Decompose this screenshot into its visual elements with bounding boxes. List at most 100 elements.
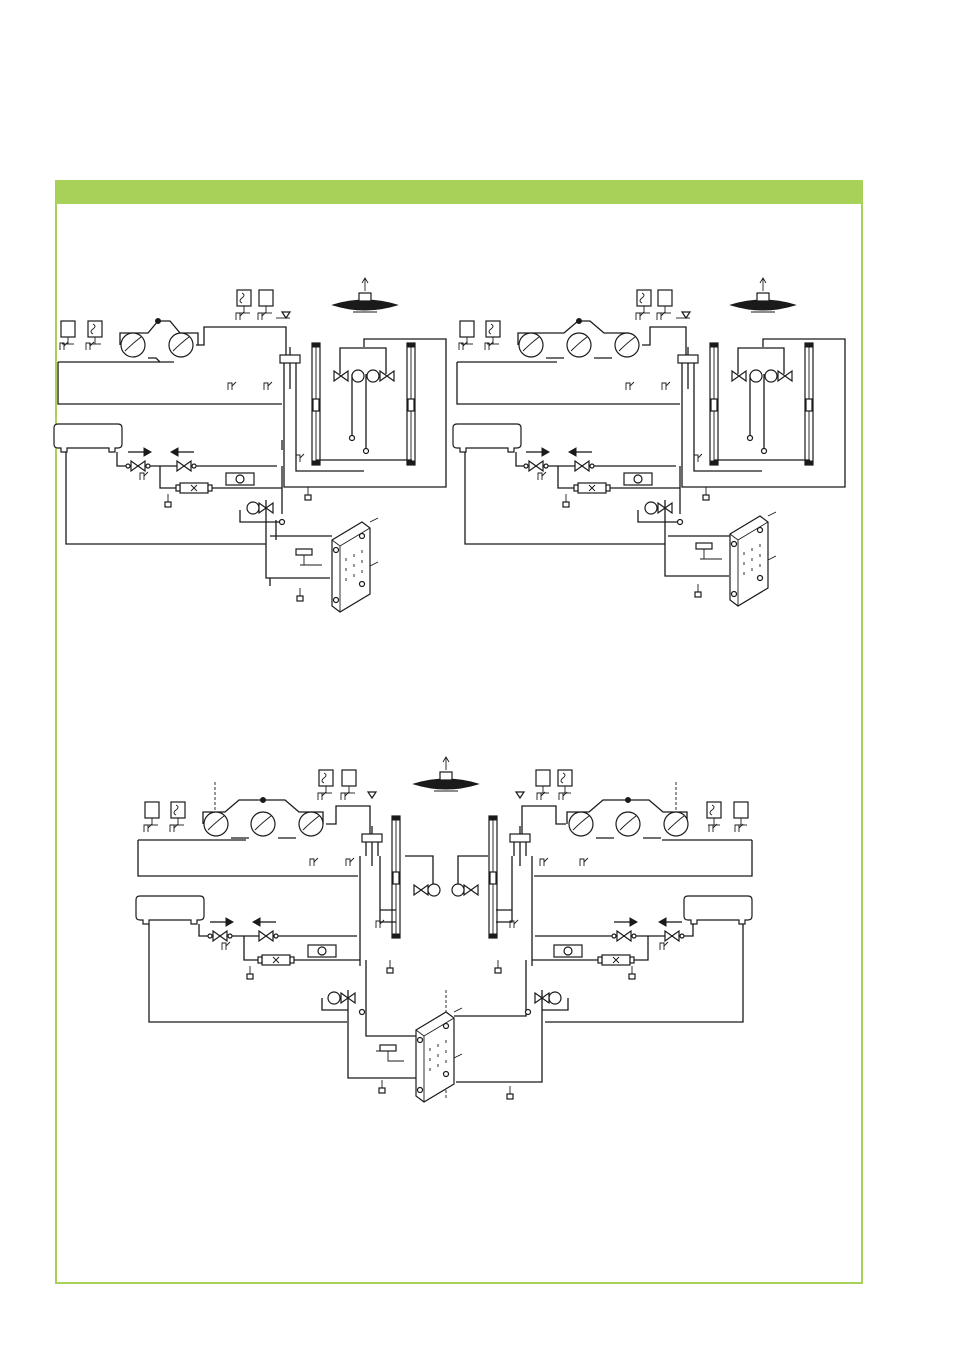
sensor-tag-icon [375,919,385,929]
compressor-icon [203,811,229,837]
pump-icon [644,501,658,515]
drain-icon [378,1079,386,1094]
pressure-gauge-icon [535,769,551,794]
sensor-tag-icon [340,791,350,801]
solenoid-valve-icon [252,917,279,942]
ball-valve-icon [463,884,479,896]
ball-valve-icon [731,370,747,382]
sight-glass-icon [225,472,255,486]
pressure-gauge-icon [459,320,475,345]
diagram-three-compressors [452,277,846,607]
sight-glass-icon [307,944,337,958]
discharge-manifold-icon [361,825,383,857]
drain-icon [164,493,172,508]
sensor-tag-icon [345,857,355,867]
sensor-tag-icon [708,823,718,833]
pressure-switch-icon [87,320,103,345]
diagram-dual-circuit [135,756,753,1103]
liquid-receiver-icon [135,895,205,925]
sensor-tag-icon [509,919,519,929]
solenoid-valve-icon [125,447,152,472]
pressure-switch-icon [485,320,501,345]
compressor-icon [614,332,640,358]
compressor-icon [568,811,594,837]
solenoid-valve-icon [170,447,197,472]
pressure-switch-icon [557,769,573,794]
pressure-switch-icon [636,289,652,314]
condenser-fan-icon [413,756,479,792]
drain-icon [506,1085,514,1100]
pump-icon [548,991,562,1005]
drain-icon [386,959,394,974]
pump-icon [246,501,260,515]
sensor-tag-icon [539,857,549,867]
liquid-receiver-icon [53,423,123,453]
sensor-tag-icon [85,341,95,351]
sensor-tag-icon [659,941,669,951]
condenser-tube-icon [709,342,719,466]
filter-drier-icon [597,954,635,966]
pressure-switch-icon [318,769,334,794]
discharge-manifold-icon [677,346,699,378]
sensor-tag-icon [656,311,666,321]
discharge-manifold-icon [279,346,301,378]
drain-icon [304,486,312,501]
plate-heat-exchanger-icon [331,521,371,613]
condenser-fan-icon [332,277,398,313]
pressure-switch-icon [170,801,186,826]
drain-icon [702,486,710,501]
sensor-tag-icon [536,791,546,801]
compressor-icon [120,332,146,358]
sensor-tag-icon [295,453,305,463]
sight-glass-icon [553,944,583,958]
pressure-switch-icon [236,289,252,314]
drain-icon [296,587,304,602]
sensor-tag-icon [59,341,69,351]
condenser-fan-icon [730,277,796,313]
green-header-bar [57,182,861,204]
sensor-tag-icon [625,381,635,391]
content-frame [55,180,863,1284]
sensor-tag-icon [143,823,153,833]
compressor-icon [663,811,689,837]
compressor-icon [615,811,641,837]
condenser-tube-icon [488,815,498,939]
sensor-tag-icon [257,311,267,321]
pressure-gauge-icon [657,289,673,314]
solenoid-valve-icon [658,917,685,942]
sensor-tag-icon [139,471,149,481]
sensor-tag-icon [537,471,547,481]
condenser-tube-icon [804,342,814,466]
ball-valve-icon [333,370,349,382]
sensor-tag-icon [227,381,237,391]
sensor-tag-icon [484,341,494,351]
sensor-tag-icon [458,341,468,351]
plate-heat-exchanger-icon [729,515,769,607]
sight-glass-icon [623,472,653,486]
diagram-two-compressors [53,277,447,613]
condenser-tube-icon [311,342,321,466]
solenoid-valve-icon [207,917,234,942]
drain-icon [628,965,636,980]
pressure-switch-icon [706,801,722,826]
ball-valve-icon [413,884,429,896]
filter-drier-icon [175,482,213,494]
solenoid-valve-icon [568,447,595,472]
pressure-gauge-icon [60,320,76,345]
sensor-tag-icon [635,311,645,321]
pressure-gauge-icon [258,289,274,314]
drain-icon [246,965,254,980]
solenoid-valve-icon [523,447,550,472]
sensor-tag-icon [317,791,327,801]
compressor-icon [566,332,592,358]
sensor-tag-icon [558,791,568,801]
ball-valve-icon [777,370,793,382]
drain-icon [494,959,502,974]
plate-heat-exchanger-icon [415,1011,455,1103]
sensor-tag-icon [734,823,744,833]
filter-drier-icon [573,482,611,494]
condenser-tube-icon [406,342,416,466]
sensor-tag-icon [661,381,671,391]
ball-valve-icon [379,370,395,382]
